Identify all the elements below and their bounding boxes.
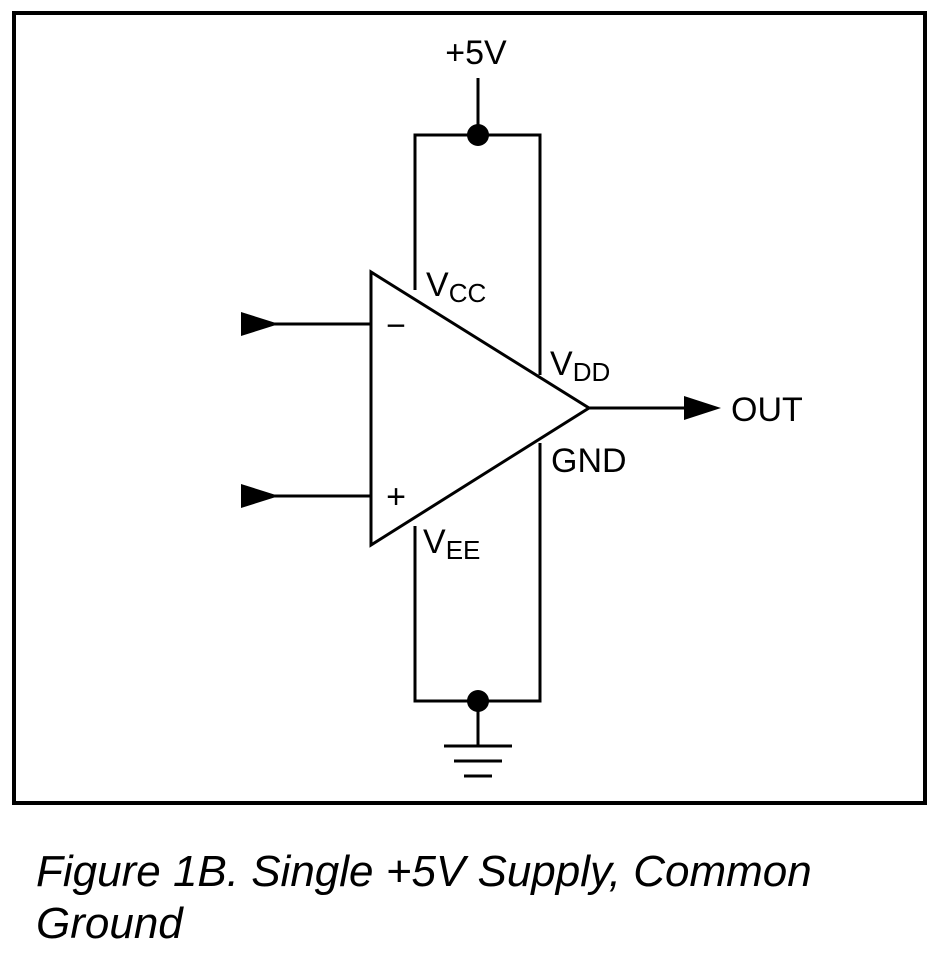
vdd-label-main: V <box>550 345 573 383</box>
vdd-label-sub: DD <box>573 357 611 387</box>
vcc-label-main: V <box>426 266 449 304</box>
vee-label-sub: EE <box>446 535 481 565</box>
bottom-ground-rail <box>413 443 542 703</box>
figure-caption: Figure 1B. Single +5V Supply, Common Gro… <box>36 847 812 948</box>
output-arrow-icon <box>684 396 721 420</box>
vcc-label: VCC <box>426 266 486 308</box>
inverting-input-symbol: − <box>386 307 406 345</box>
vee-label: VEE <box>423 523 480 565</box>
noninverting-input-symbol: + <box>386 478 406 516</box>
noninverting-input-arrow-icon <box>241 484 279 508</box>
vcc-label-sub: CC <box>449 278 487 308</box>
figure-frame <box>12 11 927 805</box>
vdd-label: VDD <box>550 345 610 387</box>
op-amp-triangle <box>369 269 592 548</box>
vee-label-main: V <box>423 523 446 561</box>
top-junction-dot <box>467 124 489 146</box>
inverting-input-arrow-icon <box>241 312 279 336</box>
gnd-label: GND <box>551 442 627 480</box>
ground-symbol-icon <box>444 701 512 778</box>
out-label: OUT <box>731 391 803 429</box>
supply-label: +5V <box>445 34 507 72</box>
